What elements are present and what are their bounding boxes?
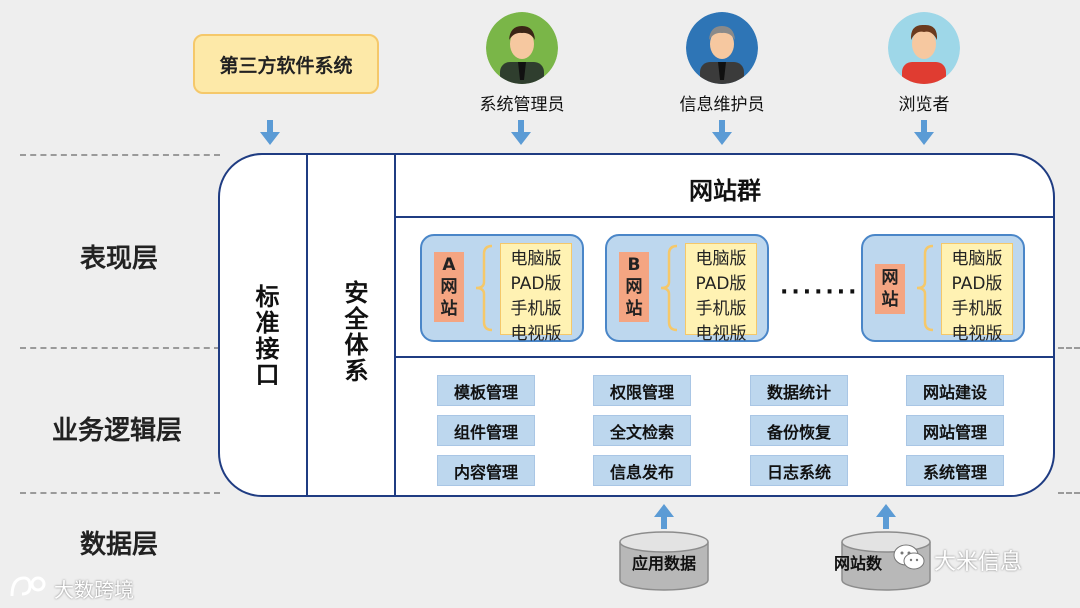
- row-divider: [395, 216, 1053, 218]
- version-item: 电视版: [695, 324, 747, 344]
- watermark-bottom-left: 大数跨境: [54, 578, 134, 602]
- data-layer-label: 数据层: [80, 530, 159, 560]
- info-maintainer-label: 信息维护员: [679, 95, 765, 115]
- version-item: 手机版: [695, 299, 747, 319]
- layer-divider: [20, 347, 220, 349]
- business-logic-layer-label: 业务逻辑层: [52, 416, 183, 446]
- down-arrow-icon: [914, 120, 934, 145]
- brace-icon: [475, 244, 493, 332]
- version-item: PAD版: [951, 274, 1003, 294]
- function-box: 全文检索: [593, 415, 691, 446]
- watermark-bottom-right: 大米信息: [934, 550, 1023, 575]
- version-item: PAD版: [510, 274, 562, 294]
- brace-icon: [916, 244, 934, 332]
- site-card-b: B 网 站 电脑版 PAD版 手机版 电视版: [605, 234, 769, 344]
- security-system-label: 安全体系: [340, 280, 368, 384]
- site-name-line: A: [442, 255, 456, 275]
- down-arrow-icon: [712, 120, 732, 145]
- database-label: 应用数据: [631, 554, 696, 573]
- version-item: 电脑版: [510, 249, 562, 269]
- version-item: 电视版: [510, 324, 562, 344]
- site-name-line: 网: [440, 277, 458, 297]
- database-label: 网站数: [834, 554, 883, 573]
- third-party-system-box: 第三方软件系统: [193, 34, 379, 94]
- site-name-line: B: [627, 255, 641, 275]
- function-box: 组件管理: [437, 415, 535, 446]
- row-divider: [395, 356, 1053, 358]
- viewer-avatar-icon: [888, 12, 960, 84]
- version-item: 电脑版: [951, 249, 1003, 269]
- version-item: 手机版: [510, 299, 562, 319]
- function-box: 内容管理: [437, 455, 535, 486]
- version-item: PAD版: [695, 274, 747, 294]
- function-box: 模板管理: [437, 375, 535, 406]
- presentation-layer-label: 表现层: [80, 244, 159, 274]
- site-group-title: 网站群: [689, 176, 761, 205]
- layer-divider: [20, 154, 220, 156]
- site-name-line: 站: [440, 299, 458, 319]
- column-divider: [306, 155, 308, 495]
- function-box: 网站建设: [906, 375, 1004, 406]
- version-item: 电视版: [951, 324, 1003, 344]
- site-name-box: 网 站: [875, 264, 905, 314]
- site-card-n: 网 站 电脑版 PAD版 手机版 电视版: [861, 234, 1025, 344]
- site-name-box: A 网 站: [434, 252, 464, 322]
- database-icon: [619, 531, 709, 591]
- down-arrow-icon: [260, 120, 280, 145]
- standard-interface-label: 标准接口: [251, 284, 279, 388]
- brace-icon: [660, 244, 678, 332]
- function-box: 备份恢复: [750, 415, 848, 446]
- down-arrow-icon: [511, 120, 531, 145]
- column-divider: [394, 155, 396, 495]
- viewer-label: 浏览者: [898, 95, 950, 115]
- info-maintainer-avatar-icon: [686, 12, 758, 84]
- up-arrow-icon: [654, 504, 674, 529]
- function-box: 日志系统: [750, 455, 848, 486]
- version-item: 电脑版: [695, 249, 747, 269]
- system-admin-label: 系统管理员: [479, 95, 565, 115]
- function-box: 信息发布: [593, 455, 691, 486]
- layer-divider-right: [1058, 347, 1080, 349]
- site-card-a: A 网 站 电脑版 PAD版 手机版 电视版: [420, 234, 584, 344]
- version-list: 电脑版 PAD版 手机版 电视版: [685, 243, 757, 344]
- site-name-box: B 网 站: [619, 252, 649, 322]
- function-box: 系统管理: [906, 455, 1004, 486]
- site-name-line: 站: [881, 290, 899, 310]
- site-name-line: 网: [881, 268, 899, 288]
- ellipsis: ·······: [780, 280, 860, 305]
- site-name-line: 站: [625, 299, 643, 319]
- system-admin-avatar-icon: [486, 12, 558, 84]
- site-name-line: 网: [625, 277, 643, 297]
- version-list: 电脑版 PAD版 手机版 电视版: [941, 243, 1013, 344]
- function-box: 数据统计: [750, 375, 848, 406]
- function-box: 权限管理: [593, 375, 691, 406]
- wechat-logo-icon: [893, 544, 925, 570]
- layer-divider: [20, 492, 220, 494]
- function-box: 网站管理: [906, 415, 1004, 446]
- up-arrow-icon: [876, 504, 896, 529]
- version-item: 手机版: [951, 299, 1003, 319]
- brand-logo-icon: [10, 576, 46, 597]
- layer-divider-right: [1058, 492, 1080, 494]
- version-list: 电脑版 PAD版 手机版 电视版: [500, 243, 572, 344]
